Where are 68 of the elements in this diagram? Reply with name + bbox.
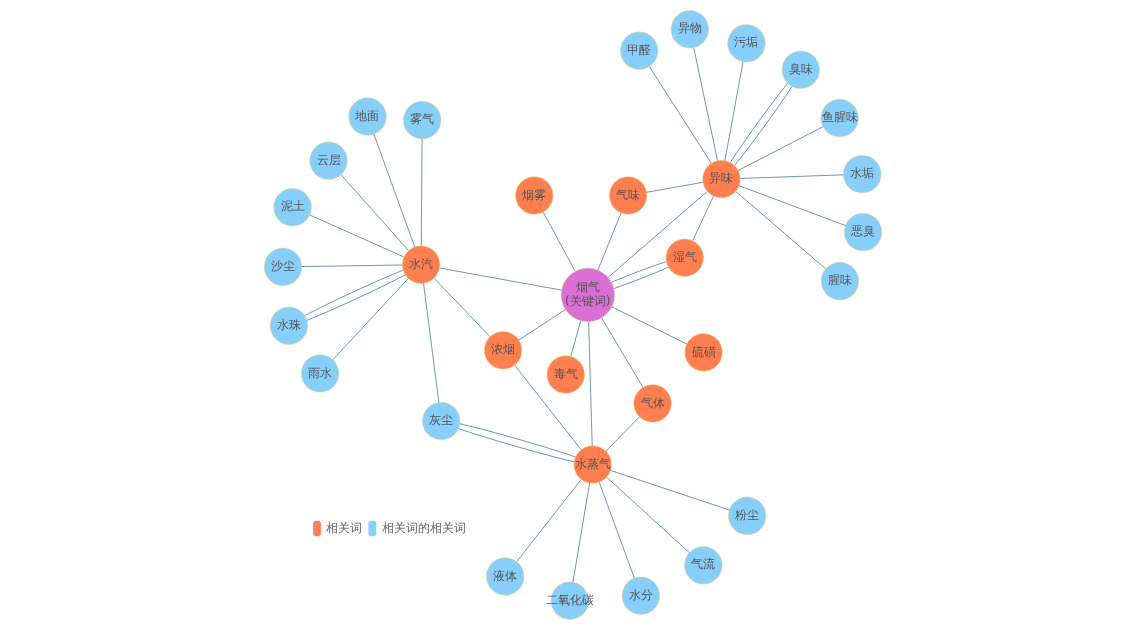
connector [597,212,622,271]
connector [646,181,704,193]
node-circle: 甲醛 [620,31,659,70]
connector [588,321,593,447]
connector [542,211,576,272]
connector [738,185,846,226]
connector [572,482,591,583]
connector [693,47,718,161]
node-circle: 水分 [621,576,660,615]
connector [332,278,409,361]
node-circle: 雨水 [301,354,340,393]
connector [611,306,688,345]
connector [601,317,644,388]
node-circle: 气体 [633,384,672,423]
connector [598,481,635,579]
connector [739,174,844,179]
connector [611,261,667,283]
node-circle: 地面 [348,97,387,136]
connector [692,195,714,242]
node-circle: 水垢 [843,155,882,194]
connector [514,364,582,451]
node-circle: 腥味 [820,262,859,301]
node-circle: 气流 [684,546,723,585]
connector [373,133,416,248]
node-circle: 鱼腥味 [820,99,859,138]
connector [433,277,491,338]
connector [724,61,744,161]
node-circle: 沙尘 [263,247,303,286]
node-circle: 浓烟 [484,331,523,370]
connector [610,470,730,511]
legend-label: 相关词 [326,520,363,535]
connector [423,282,440,403]
node-circle: 液体 [486,557,525,596]
connector [439,267,562,291]
legend-label: 相关词的相关词 [381,520,466,535]
node-circle: 烟气 (关键词) [560,267,615,322]
node-circle: 异物 [670,10,709,49]
node-circle: 泥土 [273,188,312,227]
connector [570,320,582,357]
node-circle: 恶臭 [843,213,883,252]
connector [606,476,690,554]
node-circle: 污垢 [727,24,766,63]
node-circle: 气味 [609,176,648,215]
node-circle: 水珠 [269,306,308,345]
connector [649,66,712,164]
node-circle: 烟雾 [515,176,554,215]
connector [607,191,708,278]
node-circle: 异味 [702,160,741,199]
connector [605,416,640,452]
connector [420,138,423,247]
connector [737,126,824,171]
node-circle: 臭味 [781,50,820,89]
node-circle: 毒气 [546,355,585,394]
node-circle: 粉尘 [728,496,767,535]
connector [518,309,566,341]
node-circle: 硫磺 [684,333,723,372]
connector [516,478,582,562]
connector [340,174,409,251]
node-circle: 水蒸气 [573,445,612,484]
connector [309,214,405,258]
node-circle: 雾气 [403,101,442,140]
node-circle: 湿气 [665,238,704,277]
connector [613,266,669,289]
node-circle: 水汽 [402,245,441,284]
connector [301,264,403,267]
connector [735,190,826,270]
node-circle: 云层 [309,141,348,180]
node-circle: 灰尘 [422,401,461,441]
